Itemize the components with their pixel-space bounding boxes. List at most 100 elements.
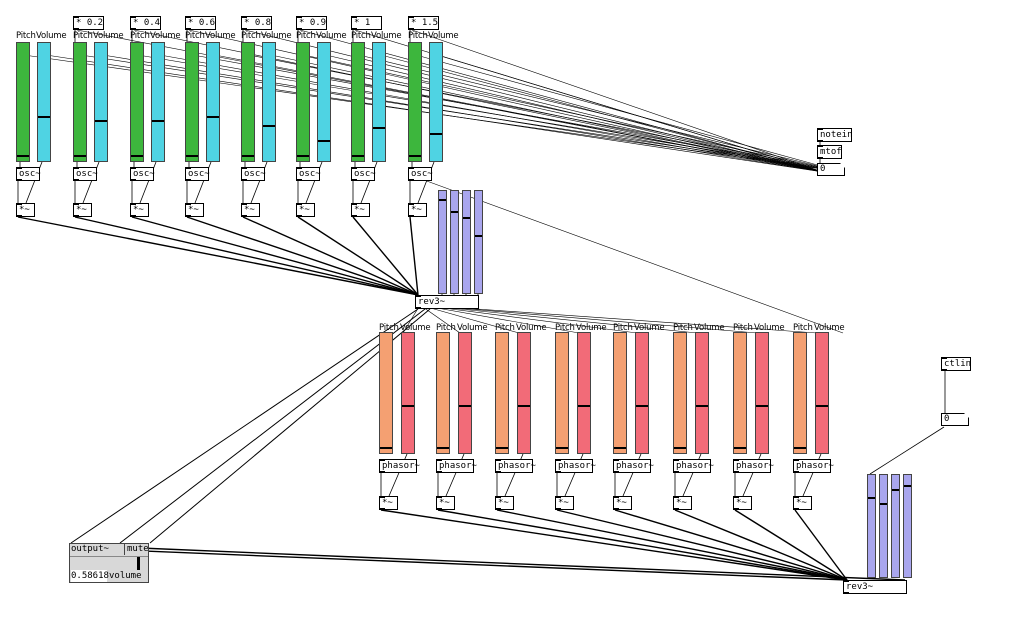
phasor-object[interactable]: phasor~ <box>495 459 536 473</box>
pitch-slider[interactable] <box>185 42 199 162</box>
signal-multiply-object[interactable]: *~ <box>185 203 204 217</box>
pitch-slider[interactable] <box>408 42 422 162</box>
pitch-slider[interactable] <box>793 332 807 454</box>
slider-knob[interactable] <box>756 405 768 407</box>
mtof-object[interactable]: mtof <box>817 145 842 159</box>
slider-knob[interactable] <box>556 447 568 449</box>
phasor-object[interactable]: phasor~ <box>436 459 477 473</box>
osc-object[interactable]: osc~ <box>408 167 433 181</box>
volume-slider[interactable] <box>317 42 331 162</box>
osc-object[interactable]: osc~ <box>296 167 321 181</box>
phasor-object[interactable]: phasor~ <box>733 459 774 473</box>
signal-multiply-object[interactable]: *~ <box>296 203 315 217</box>
pitch-slider[interactable] <box>379 332 393 454</box>
slider-knob[interactable] <box>373 127 385 129</box>
slider-knob[interactable] <box>892 489 899 491</box>
volume-slider[interactable] <box>815 332 829 454</box>
phasor-object[interactable]: phasor~ <box>673 459 714 473</box>
osc-object[interactable]: osc~ <box>241 167 266 181</box>
pitch-slider[interactable] <box>495 332 509 454</box>
pitch-slider[interactable] <box>351 42 365 162</box>
slider-knob[interactable] <box>402 405 414 407</box>
multiplier-object[interactable]: * 1.5 <box>408 16 439 30</box>
multiplier-object[interactable]: * 0.2 <box>73 16 104 30</box>
slider-knob[interactable] <box>696 405 708 407</box>
volume-slider[interactable] <box>262 42 276 162</box>
signal-multiply-object[interactable]: *~ <box>241 203 260 217</box>
phasor-object[interactable]: phasor~ <box>555 459 596 473</box>
phasor-object[interactable]: phasor~ <box>613 459 654 473</box>
multiplier-object[interactable]: * 0.6 <box>185 16 216 30</box>
rev-param-slider[interactable] <box>438 190 447 294</box>
rev-param-slider[interactable] <box>879 474 888 578</box>
slider-knob[interactable] <box>409 155 421 157</box>
slider-knob[interactable] <box>439 199 446 201</box>
pitch-slider[interactable] <box>436 332 450 454</box>
volume-slider[interactable] <box>458 332 472 454</box>
volume-slider[interactable] <box>151 42 165 162</box>
slider-knob[interactable] <box>297 155 309 157</box>
slider-knob[interactable] <box>868 497 875 499</box>
slider-knob[interactable] <box>614 447 626 449</box>
multiplier-object[interactable]: * 1 <box>351 16 382 30</box>
slider-knob[interactable] <box>186 155 198 157</box>
slider-knob[interactable] <box>38 116 50 118</box>
slider-knob[interactable] <box>475 235 482 237</box>
output-level-value[interactable]: 0.58618 <box>71 570 109 582</box>
notein-object[interactable]: notein <box>817 128 853 142</box>
rev-param-slider[interactable] <box>891 474 900 578</box>
multiplier-object[interactable]: * 0.9 <box>296 16 327 30</box>
slider-knob[interactable] <box>674 447 686 449</box>
signal-multiply-object[interactable]: *~ <box>130 203 149 217</box>
slider-knob[interactable] <box>496 447 508 449</box>
signal-multiply-object[interactable]: *~ <box>613 496 632 510</box>
slider-knob[interactable] <box>17 155 29 157</box>
slider-knob[interactable] <box>352 155 364 157</box>
phasor-object[interactable]: phasor~ <box>793 459 834 473</box>
volume-slider[interactable] <box>429 42 443 162</box>
slider-knob[interactable] <box>437 447 449 449</box>
slider-knob[interactable] <box>459 405 471 407</box>
slider-knob[interactable] <box>380 447 392 449</box>
signal-multiply-object[interactable]: *~ <box>379 496 398 510</box>
slider-knob[interactable] <box>904 485 911 487</box>
slider-knob[interactable] <box>242 155 254 157</box>
volume-slider[interactable] <box>577 332 591 454</box>
signal-multiply-object[interactable]: *~ <box>408 203 427 217</box>
volume-slider[interactable] <box>755 332 769 454</box>
pitch-slider[interactable] <box>673 332 687 454</box>
slider-knob[interactable] <box>74 155 86 157</box>
slider-knob[interactable] <box>734 447 746 449</box>
volume-slider[interactable] <box>635 332 649 454</box>
notein-number-box[interactable]: 0 <box>817 163 845 176</box>
volume-slider[interactable] <box>517 332 531 454</box>
volume-slider[interactable] <box>695 332 709 454</box>
osc-object[interactable]: osc~ <box>130 167 155 181</box>
rev-param-slider[interactable] <box>462 190 471 294</box>
volume-slider[interactable] <box>372 42 386 162</box>
slider-knob[interactable] <box>451 211 458 213</box>
slider-knob[interactable] <box>318 140 330 142</box>
output-module[interactable]: output~ mute 0.58618 volume <box>69 543 149 583</box>
slider-knob[interactable] <box>263 125 275 127</box>
slider-knob[interactable] <box>95 120 107 122</box>
osc-object[interactable]: osc~ <box>73 167 98 181</box>
signal-multiply-object[interactable]: *~ <box>555 496 574 510</box>
signal-multiply-object[interactable]: *~ <box>495 496 514 510</box>
osc-object[interactable]: osc~ <box>16 167 41 181</box>
pitch-slider[interactable] <box>16 42 30 162</box>
slider-knob[interactable] <box>152 120 164 122</box>
pitch-slider[interactable] <box>130 42 144 162</box>
multiplier-object[interactable]: * 0.8 <box>241 16 272 30</box>
volume-slider[interactable] <box>37 42 51 162</box>
slider-knob[interactable] <box>880 503 887 505</box>
ctlin-object[interactable]: ctlin <box>941 357 971 371</box>
slider-knob[interactable] <box>636 405 648 407</box>
rev-param-slider[interactable] <box>867 474 876 578</box>
phasor-object[interactable]: phasor~ <box>379 459 420 473</box>
volume-slider[interactable] <box>401 332 415 454</box>
multiplier-object[interactable]: * 0.4 <box>130 16 161 30</box>
pitch-slider[interactable] <box>733 332 747 454</box>
slider-knob[interactable] <box>518 405 530 407</box>
ctlin-number-box[interactable]: 0 <box>941 413 969 426</box>
